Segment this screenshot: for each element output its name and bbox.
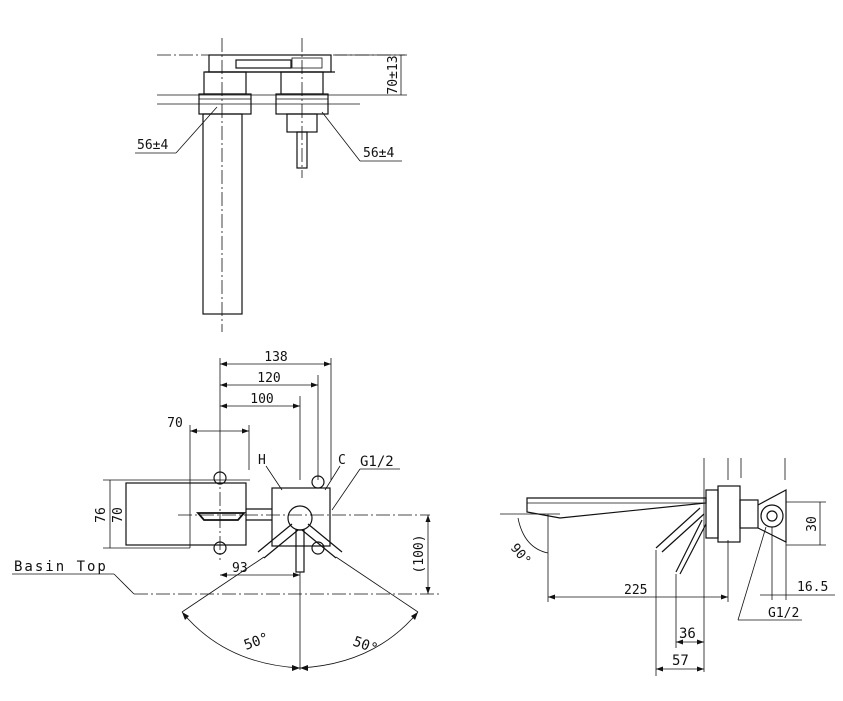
label-basin-top: Basin Top — [14, 559, 108, 575]
angle-left-arc — [181, 611, 301, 669]
label-70-height: 70 — [111, 507, 126, 523]
lever-center — [295, 529, 305, 573]
label-56-left: 56±4 — [137, 138, 168, 153]
handle-hub — [287, 505, 313, 531]
angle-left-ray — [181, 556, 265, 613]
label-hot: H — [258, 453, 266, 468]
side-valve-inner — [766, 510, 778, 522]
label-70-13: 70±13 — [386, 55, 401, 94]
leader-g12-side — [737, 526, 767, 621]
label-36: 36 — [679, 626, 696, 642]
arrow-36 — [676, 639, 704, 645]
label-16-5: 16.5 — [797, 580, 828, 595]
label-76: 76 — [94, 507, 109, 523]
spout-body-top — [202, 113, 243, 315]
lever-right-edge-a — [307, 523, 343, 553]
lever-left-edge-b — [263, 529, 299, 559]
side-valve-outer — [760, 504, 784, 528]
label-225: 225 — [624, 583, 647, 598]
label-56-right: 56±4 — [363, 146, 394, 161]
brand-label — [291, 57, 323, 69]
leader-56-left — [175, 106, 218, 154]
leader-basin-top — [113, 573, 135, 595]
front-view: 138 120 100 70 76 70 — [12, 350, 440, 671]
label-g12-side: G1/2 — [768, 606, 799, 621]
leader-56-right — [321, 111, 361, 162]
label-70-width: 70 — [167, 416, 183, 431]
label-90: 90° — [507, 541, 534, 569]
angle-90-arc — [517, 517, 549, 554]
leader-g12-front — [331, 468, 361, 511]
spout-side — [526, 497, 707, 519]
leader-hot — [265, 465, 283, 491]
side-view: 90° 30 225 16.5 G1/2 36 57 — [500, 458, 835, 676]
label-angle-left: 50° — [242, 630, 271, 654]
side-lever-upper-b — [661, 513, 705, 553]
side-plate — [705, 489, 719, 539]
side-cartridge — [739, 499, 759, 529]
angle-right-ray — [335, 556, 419, 613]
angle-right-arc — [299, 611, 419, 669]
handle-body-front — [271, 487, 331, 547]
side-body — [717, 485, 741, 543]
label-angle-right: 50° — [351, 634, 380, 658]
left-unit-upper — [203, 71, 247, 95]
side-lever-lower-b — [679, 523, 707, 575]
lever-left-edge-a — [257, 523, 293, 553]
label-138: 138 — [264, 350, 287, 365]
label-g12-front: G1/2 — [360, 454, 394, 470]
arrow-70-width — [190, 428, 249, 434]
label-30: 30 — [805, 516, 820, 532]
label-93: 93 — [232, 561, 248, 576]
top-view: 70±13 56±4 56±4 — [135, 38, 407, 332]
leader-cold — [324, 465, 341, 491]
lever-right-edge-b — [301, 529, 337, 559]
label-120: 120 — [257, 371, 280, 386]
label-cold: C — [338, 453, 346, 468]
handle-lever-top — [296, 131, 308, 169]
spout-plate-front — [125, 482, 247, 546]
label-100-height: (100) — [412, 534, 427, 573]
label-57: 57 — [672, 653, 689, 669]
label-100: 100 — [250, 392, 273, 407]
body-top-plate — [208, 54, 332, 73]
side-lever-upper-a — [655, 507, 701, 549]
side-lever-lower-a — [675, 519, 703, 573]
body-top-inner — [235, 59, 292, 69]
aerator-outlet — [196, 512, 246, 521]
